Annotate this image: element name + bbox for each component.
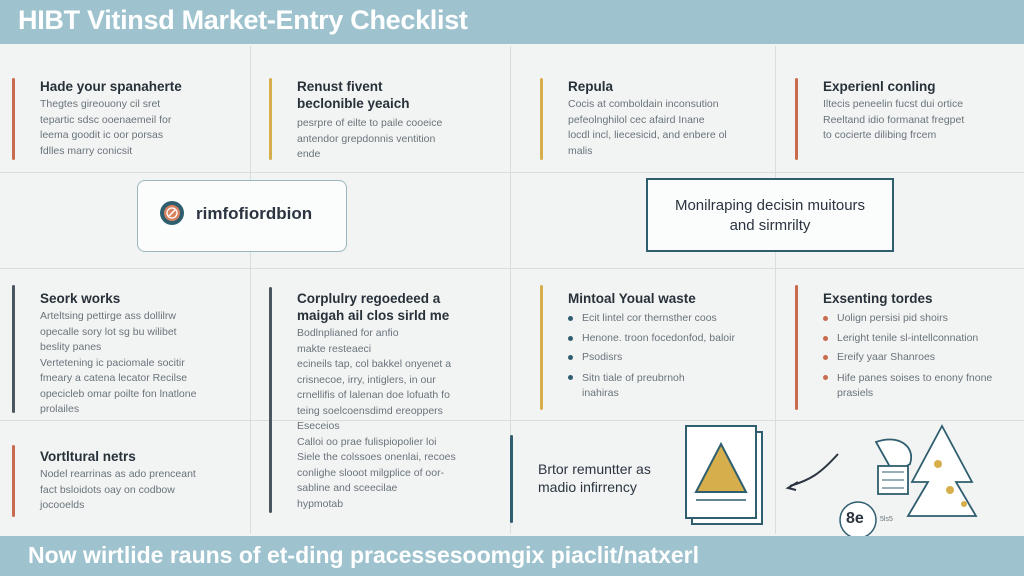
accent-bar [795,285,798,410]
list-item: Uolign persisi pid shoirs [823,309,992,329]
card-title: Hade your spanaherte [40,79,182,94]
bullet-list: Ecit lintel cor thernsther coos Henone. … [568,309,735,401]
accent-bar [12,445,15,517]
accent-bar [12,78,15,160]
grid-divider [250,46,251,534]
checklist-card: Mintoal Youal waste Ecit lintel cor ther… [540,285,770,415]
grid-divider [775,46,776,534]
compass-icon [160,201,184,225]
bullet-dot [568,355,573,360]
accent-bar [510,435,513,523]
tree-icon [906,424,978,517]
card-title: Repula [568,79,614,94]
bullet-dot [823,316,828,321]
accent-bar [12,285,15,413]
arrow-icon [785,453,839,491]
checklist-card: Experienl conling Iltecis peneelin fucst… [795,78,1020,163]
card-title: Mintoal Youal waste [568,291,696,306]
document-warning-icon [685,425,763,525]
checklist-card: Exsenting tordes Uolign persisi pid shoi… [795,285,1020,415]
card-title: Vortltural netrs [40,449,136,464]
callout-label: rimfofiordbion [196,204,313,223]
grid-divider [0,420,1024,421]
callout-box: rimfofiordbion [137,180,347,252]
bullet-dot [823,355,828,360]
bullet-list: Uolign persisi pid shoirs Leright tenile… [823,309,992,401]
badge-small-text: 5ls5 [880,516,893,523]
accent-bar [540,285,543,410]
bullet-dot [823,335,828,341]
list-item: Ecit lintel cor thernsther coos [568,309,735,329]
checklist-card: Vortltural netrs Nodel rearrinas as ado … [12,445,242,525]
card-title: Seork works [40,291,121,306]
list-item: Psodisrs [568,348,735,368]
grid-divider [0,172,1024,173]
card-title: Experienl conling [823,79,936,94]
lantern-icon [874,438,913,495]
bullet-dot [568,374,573,380]
illustration: 8e 5ls5 [680,420,1020,539]
bullet-dot [568,335,573,341]
list-item: Leright tenile sl-intellconnation [823,329,992,349]
accent-bar [795,78,798,160]
checklist-card: Hade your spanaherte Thegtes gireouony c… [12,78,242,163]
footer-text: Now wirtlide rauns of et-ding pracesseso… [28,542,699,568]
checklist-card: Seork works Arteltsing pettirge ass doll… [12,285,242,415]
accent-bar [269,78,272,160]
card-title: Exsenting tordes [823,291,933,306]
list-item: Henone. troon focedonfod, baloir [568,329,735,349]
bullet-dot [568,316,573,321]
accent-bar [269,287,272,513]
grid-divider [0,268,1024,269]
footer-banner: Now wirtlide rauns of et-ding pracesseso… [0,536,1024,576]
badge-label: 8e [846,510,864,527]
header-banner: HIBT Vitinsd Market-Entry Checklist [0,0,1024,44]
accent-bar [540,78,543,160]
page-title: HIBT Vitinsd Market-Entry Checklist [18,5,468,35]
grid-divider [510,46,511,534]
list-item: Ereify yaar Shanroes [823,348,992,368]
bullet-dot [823,374,828,380]
